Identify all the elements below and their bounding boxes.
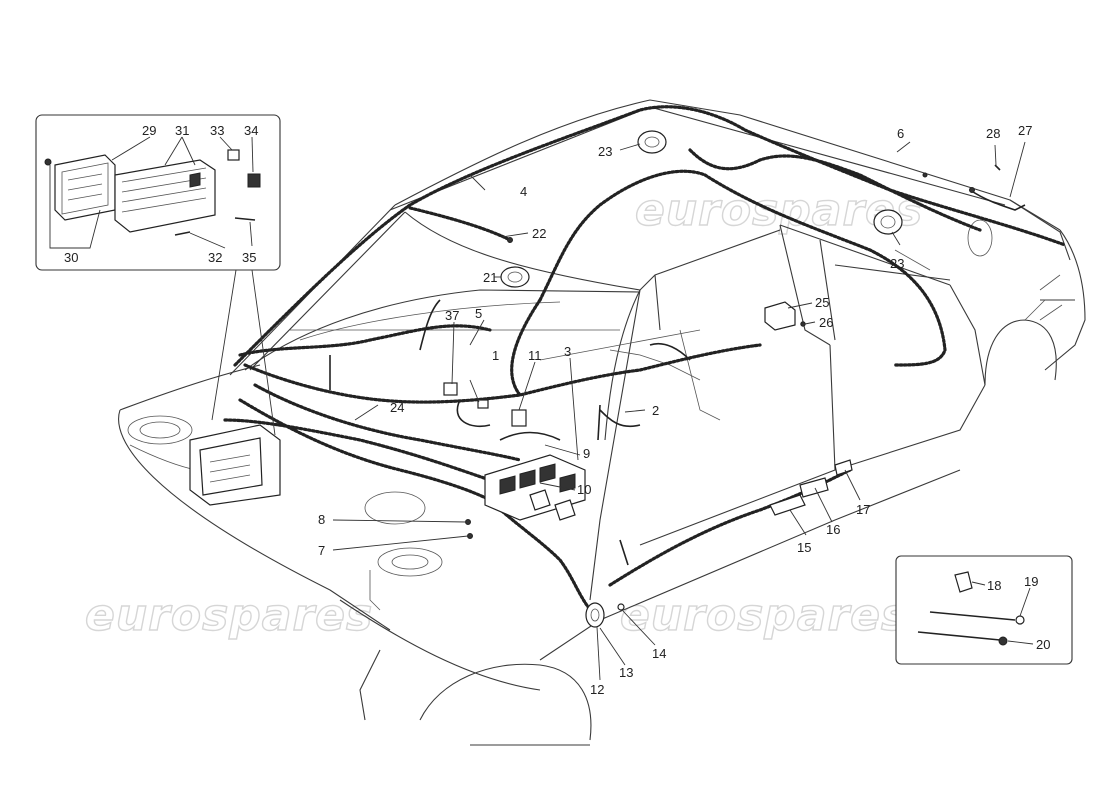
callout-12: 12 bbox=[590, 682, 604, 697]
callout-10: 10 bbox=[577, 482, 591, 497]
callout-24: 24 bbox=[390, 400, 404, 415]
callout-11: 11 bbox=[528, 348, 542, 363]
wiring-harness bbox=[223, 105, 1067, 617]
callout-17: 17 bbox=[856, 502, 870, 517]
callout-18: 18 bbox=[987, 578, 1001, 593]
callout-32: 32 bbox=[208, 250, 222, 265]
speaker-23-rear bbox=[873, 209, 903, 235]
callout-30: 30 bbox=[64, 250, 78, 265]
relay-37 bbox=[443, 382, 458, 396]
watermark-right: eurospares bbox=[620, 590, 908, 641]
callout-7: 7 bbox=[318, 543, 325, 558]
callout-5: 5 bbox=[475, 306, 482, 321]
callout-2: 2 bbox=[652, 403, 659, 418]
callout-23-front: 23 bbox=[598, 144, 612, 159]
callout-31: 31 bbox=[175, 123, 189, 138]
callout-25: 25 bbox=[815, 295, 829, 310]
callout-23-rear: 23 bbox=[890, 256, 904, 271]
callout-22: 22 bbox=[532, 226, 546, 241]
switch-17 bbox=[834, 459, 853, 476]
callout-1: 1 bbox=[492, 348, 499, 363]
callout-27: 27 bbox=[1018, 123, 1032, 138]
grommet-21 bbox=[500, 266, 530, 288]
callout-33: 33 bbox=[210, 123, 224, 138]
fuse-relay-box bbox=[484, 454, 586, 521]
callout-20: 20 bbox=[1036, 637, 1050, 652]
watermark-top: eurospares bbox=[635, 185, 923, 236]
inset-antenna-detail bbox=[895, 555, 1073, 665]
callout-6: 6 bbox=[897, 126, 904, 141]
callout-16: 16 bbox=[826, 522, 840, 537]
callout-8: 8 bbox=[318, 512, 325, 527]
callout-35: 35 bbox=[242, 250, 256, 265]
radio-unit bbox=[189, 424, 281, 506]
door-light-12 bbox=[585, 602, 605, 628]
callout-15: 15 bbox=[797, 540, 811, 555]
watermark-left: eurospares bbox=[85, 590, 373, 641]
callout-19: 19 bbox=[1024, 574, 1038, 589]
inset-audio-detail bbox=[35, 114, 281, 436]
relay-25 bbox=[764, 301, 796, 331]
callout-34: 34 bbox=[244, 123, 258, 138]
parts bbox=[189, 130, 1026, 628]
callout-26: 26 bbox=[819, 315, 833, 330]
callout-3: 3 bbox=[564, 344, 571, 359]
callout-14: 14 bbox=[652, 646, 666, 661]
switch-16 bbox=[799, 477, 829, 498]
callout-37: 37 bbox=[445, 308, 459, 323]
callout-4: 4 bbox=[520, 184, 527, 199]
leader-lines bbox=[49, 136, 1034, 681]
car-body-outline bbox=[118, 99, 1086, 746]
speaker-23-front bbox=[637, 130, 667, 154]
callout-9: 9 bbox=[583, 446, 590, 461]
callout-labels: 29 31 33 34 30 32 35 4 22 21 23 23 6 28 … bbox=[64, 123, 1050, 697]
callout-28: 28 bbox=[986, 126, 1000, 141]
switch-15 bbox=[769, 494, 806, 516]
callout-21: 21 bbox=[483, 270, 497, 285]
relay-11 bbox=[511, 409, 527, 427]
callout-13: 13 bbox=[619, 665, 633, 680]
connector-1 bbox=[477, 399, 489, 409]
switch-14 bbox=[617, 603, 625, 611]
callout-29: 29 bbox=[142, 123, 156, 138]
